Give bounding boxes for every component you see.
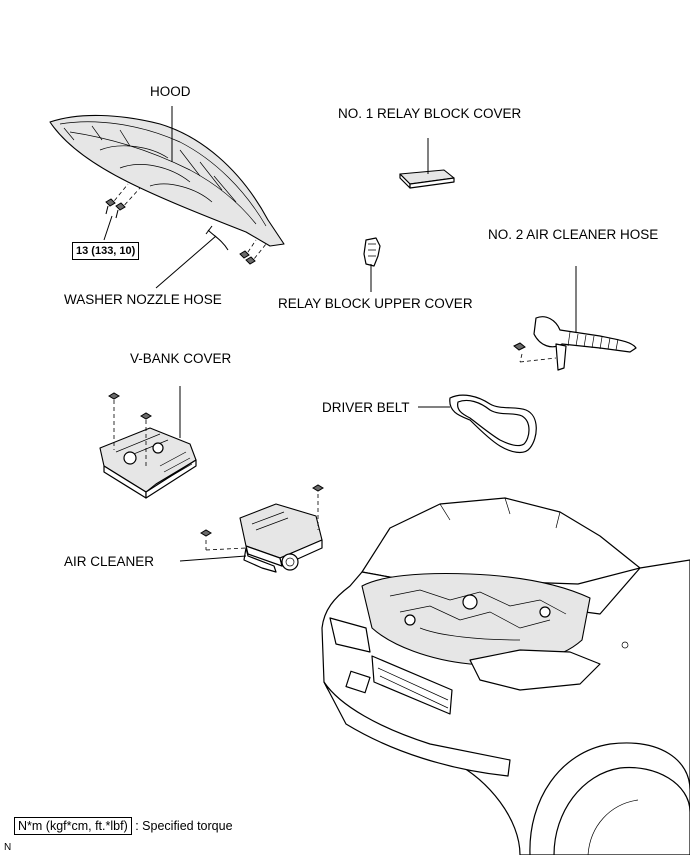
air-cleaner-hose-label: NO. 2 AIR CLEANER HOSE [488,227,659,242]
driver-belt-label: DRIVER BELT [322,400,410,415]
v-bank-cover-illustration [99,392,197,499]
hood-illustration [49,114,285,247]
washer-nozzle-hose-label: WASHER NOZZLE HOSE [64,292,222,307]
hood-label: HOOD [150,84,191,99]
washer-nozzle-hose-illustration [205,225,229,251]
torque-unit-box: N*m (kgf*cm, ft.*lbf) [14,817,132,835]
relay-block-cover-illustration [399,169,455,189]
vehicle-illustration [321,497,690,855]
driver-belt-illustration [449,394,537,454]
air-cleaner-label: AIR CLEANER [64,554,155,569]
air-cleaner-illustration [200,484,324,573]
torque-legend-description: : Specified torque [135,819,233,833]
relay-block-cover-label: NO. 1 RELAY BLOCK COVER [338,106,522,121]
air-cleaner-hose-illustration [513,316,637,371]
torque-spec-box: 13 (133, 10) [72,242,140,261]
relay-block-upper-cover-illustration [363,237,381,267]
torque-legend: N*m (kgf*cm, ft.*lbf) : Specified torque [14,817,233,835]
v-bank-cover-label: V-BANK COVER [130,351,232,366]
air-cleaner-leader [179,555,247,562]
torque-leader [103,215,113,241]
hood-bolts [105,183,267,265]
corner-mark: N [4,842,12,853]
relay-block-upper-cover-label: RELAY BLOCK UPPER COVER [278,296,473,311]
washer-nozzle-hose-leader [155,235,217,289]
